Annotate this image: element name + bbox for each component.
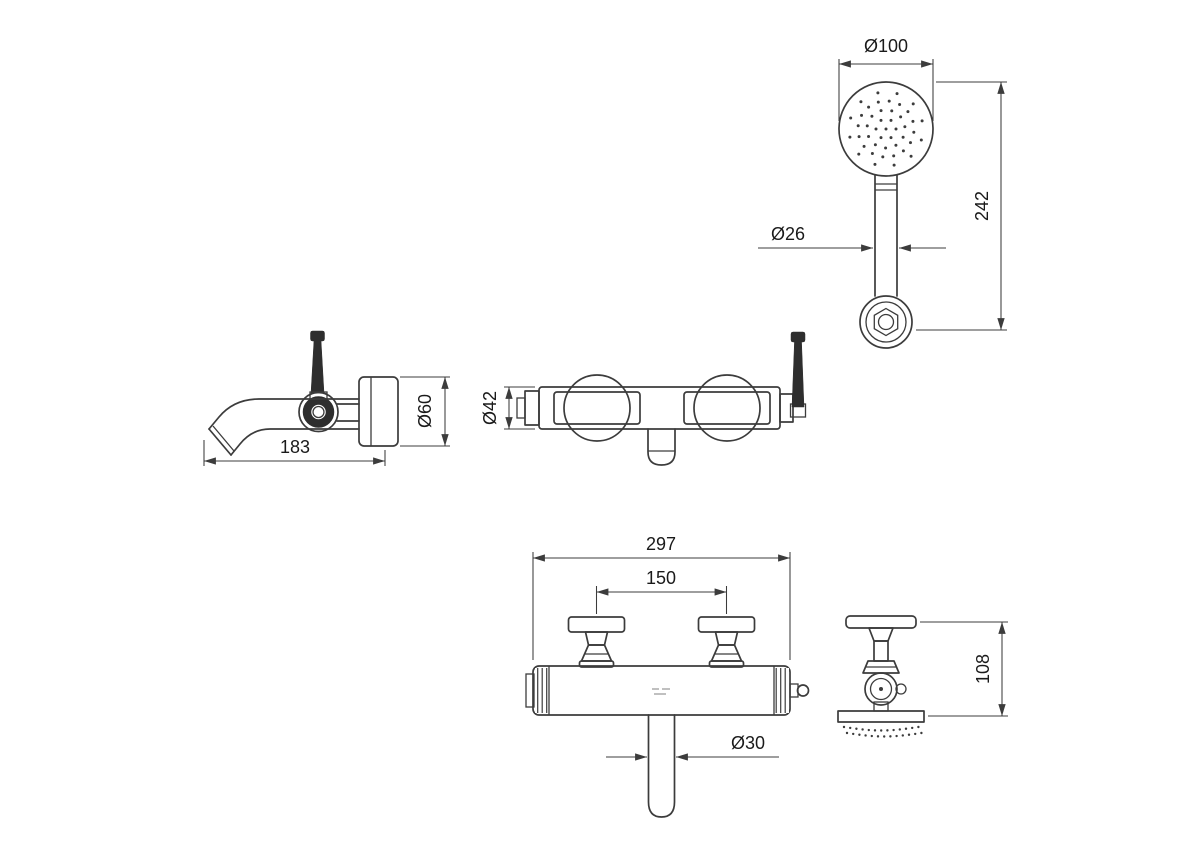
- right-rosette-top: [693, 374, 761, 442]
- wall-flange: [358, 376, 399, 447]
- rosette-outer: [298, 391, 339, 433]
- spout-front: [647, 714, 676, 818]
- shower-handle: [874, 174, 898, 297]
- right-handle-front: [697, 616, 756, 668]
- lever-tip-top: [790, 331, 806, 343]
- side-port: [895, 683, 907, 695]
- dim-label-spout-diameter: Ø30: [731, 733, 765, 753]
- dim-ext-head: [838, 59, 934, 121]
- handle-cap-side: [845, 615, 917, 629]
- dim-label-projection: 183: [280, 437, 310, 457]
- holder-hex-nut: [873, 307, 899, 337]
- spout-stub-top-view: [647, 428, 676, 466]
- mixer-front-view: 297 150: [525, 534, 810, 818]
- dim-label-handle-diameter: Ø26: [771, 224, 805, 244]
- mixer-body-top: [538, 386, 781, 430]
- body-end-inner: [869, 677, 893, 701]
- mixer-top-view: Ø42: [480, 331, 807, 466]
- spout-mouth: [208, 428, 232, 456]
- spout-bottom-edge: [230, 428, 360, 456]
- shower-head-circle: [838, 81, 934, 177]
- lever-handle: [310, 339, 325, 394]
- body-end-cap-right: [779, 393, 794, 423]
- left-handle-grip: [553, 391, 641, 425]
- rosette-connector: [336, 403, 360, 422]
- holder-inner-ring: [865, 301, 907, 343]
- dim-label-body-diameter: Ø42: [480, 391, 500, 425]
- spout-aerator-line: [212, 425, 235, 452]
- dim-ext-width: [532, 552, 791, 660]
- holder-center-hole: [877, 313, 895, 331]
- handle-neck-side: [868, 627, 894, 642]
- holder-outer-ring: [859, 295, 913, 349]
- hand-shower-view: Ø100 242 Ø26: [758, 36, 1007, 349]
- left-handle-front: [567, 616, 626, 668]
- handle-stem-side: [873, 640, 889, 662]
- dim-ext-depth: [920, 621, 1008, 717]
- spout-top-edge: [208, 398, 360, 430]
- dim-label-length: 242: [972, 191, 992, 221]
- inlet-step-front: [525, 673, 535, 708]
- diverter-knob: [796, 684, 810, 697]
- dim-label-spacing: 150: [646, 568, 676, 588]
- body-end-circle: [864, 672, 898, 706]
- spray-face-dots-side: [842, 725, 923, 738]
- body-center-dot: [879, 687, 883, 691]
- inlet-step-left: [516, 397, 526, 419]
- mixer-body-front: [532, 665, 791, 716]
- right-handle-grip: [683, 391, 771, 425]
- wall-spout-view: 183 Ø60: [203, 330, 450, 466]
- lever-handle-top: [791, 340, 805, 408]
- dim-ext-length: [916, 81, 1007, 331]
- wall-plate-side: [837, 710, 925, 723]
- left-rosette-top: [563, 374, 631, 442]
- inlet-nut-left: [524, 390, 540, 426]
- dim-ext-spacing: [595, 586, 728, 614]
- rosette-center: [312, 405, 325, 419]
- handle-joint-lines: [875, 183, 897, 191]
- mixer-side-view: 108: [837, 615, 1008, 738]
- body-rib-left: [535, 668, 549, 713]
- brand-mark: [652, 688, 670, 695]
- handle-skirt-side: [862, 660, 900, 674]
- rosette-ring: [302, 396, 335, 428]
- spray-nozzle-dots: [848, 91, 924, 167]
- dim-label-depth: 108: [973, 654, 993, 684]
- dim-label-width: 297: [646, 534, 676, 554]
- body-rib-right: [775, 668, 789, 713]
- lever-tip: [310, 330, 325, 342]
- dim-label-rosette-diameter: Ø60: [415, 394, 435, 428]
- dim-label-head-diameter: Ø100: [864, 36, 908, 56]
